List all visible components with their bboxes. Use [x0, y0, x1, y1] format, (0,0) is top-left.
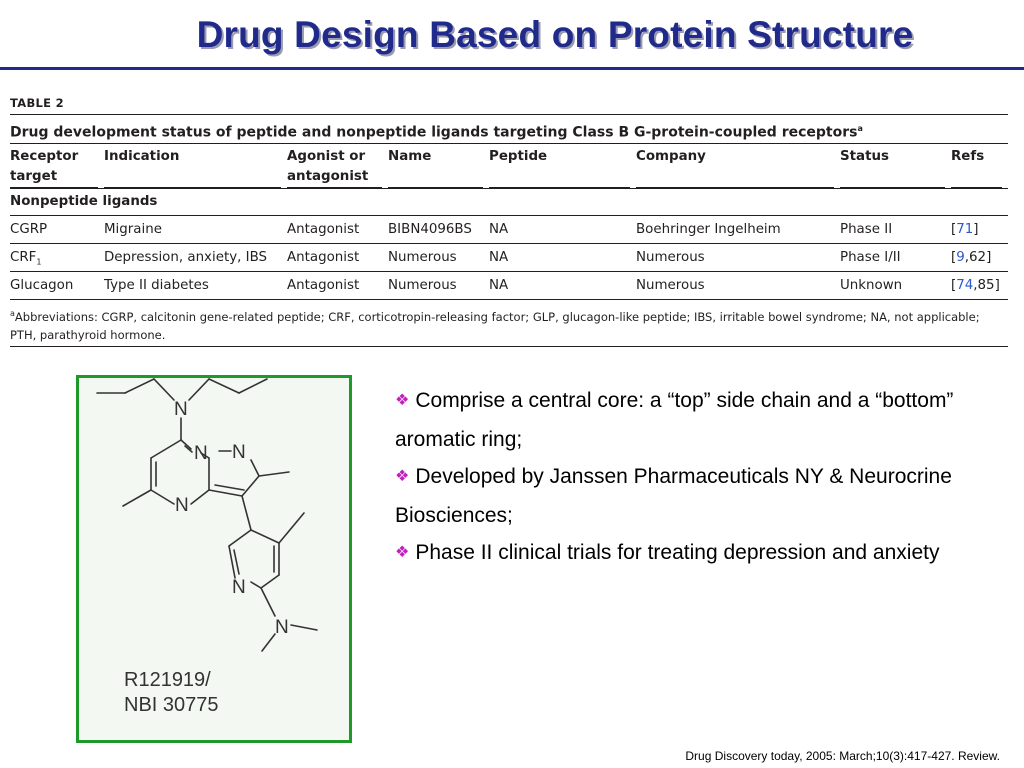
bullet-list: ❖Comprise a central core: a “top” side c… [395, 382, 1005, 573]
header-agonist-text: Agonist or antagonist [287, 149, 369, 184]
target-subscript: 1 [36, 257, 42, 267]
cell-peptide: NA [489, 250, 509, 265]
cell-agonist: Antagonist [287, 222, 360, 237]
atom-label: N [232, 577, 246, 598]
bullet-text: Comprise a central core: a “top” side ch… [395, 389, 954, 451]
diamond-bullet-icon: ❖ [395, 392, 410, 409]
cell-refs: [9,62] [951, 250, 992, 265]
table-caption-text: Drug development status of peptide and n… [10, 124, 858, 141]
header-receptor-target-text: Receptor target [10, 149, 79, 184]
cell-name: BIBN4096BS [388, 222, 472, 237]
abbrev-marker: a [10, 309, 15, 318]
ref-rest: ,85 [973, 278, 995, 293]
header-company-text: Company [636, 149, 706, 164]
target-text: CGRP [10, 222, 48, 237]
caption-footnote-marker: a [857, 124, 863, 133]
cell-company: Numerous [636, 278, 705, 293]
cell-target: CGRP [10, 216, 104, 243]
cell-status: Phase I/II [840, 250, 901, 265]
cell-refs: [71] [951, 222, 979, 237]
diamond-bullet-icon: ❖ [395, 544, 410, 561]
ref-link[interactable]: 71 [956, 222, 974, 237]
table-section-label: Nonpeptide ligands [10, 189, 1008, 216]
ref-link[interactable]: 9 [956, 250, 965, 265]
drug-status-table: TABLE 2 Drug development status of pepti… [10, 92, 1008, 347]
header-company: Company [636, 147, 840, 188]
bullet-item: ❖ Phase II clinical trials for treating d… [395, 534, 1005, 573]
header-receptor-target: Receptor target [10, 147, 104, 188]
table-row: CGRP Migraine Antagonist BIBN4096BS NA B… [10, 216, 1008, 244]
header-refs-text: Refs [951, 149, 985, 164]
table-row: Glucagon Type II diabetes Antagonist Num… [10, 272, 1008, 300]
cell-name: Numerous [388, 250, 457, 265]
cell-refs: [74,85] [951, 278, 1000, 293]
atom-label: N [194, 443, 208, 464]
compound-name: R121919/ NBI 30775 [124, 668, 219, 718]
header-indication-text: Indication [104, 149, 180, 164]
cell-agonist: Antagonist [287, 278, 360, 293]
cell-indication: Type II diabetes [104, 278, 209, 293]
table-row: CRF1 Depression, anxiety, IBS Antagonist… [10, 244, 1008, 272]
compound-name-line2: NBI 30775 [124, 694, 219, 716]
table-abbreviations: aAbbreviations: CGRP, calcitonin gene-re… [10, 300, 1008, 347]
cell-status: Phase II [840, 222, 893, 237]
table-caption: Drug development status of peptide and n… [10, 114, 1008, 144]
header-peptide: Peptide [489, 147, 636, 188]
cell-indication: Depression, anxiety, IBS [104, 250, 268, 265]
header-agonist: Agonist or antagonist [287, 147, 388, 188]
r121919-structure-drawing: N N N N N N [96, 378, 318, 652]
cell-peptide: NA [489, 278, 509, 293]
target-text: Glucagon [10, 278, 74, 293]
bullet-text: Developed by Janssen Pharmaceuticals NY … [395, 465, 952, 527]
cell-indication: Migraine [104, 222, 162, 237]
cell-name: Numerous [388, 278, 457, 293]
header-peptide-text: Peptide [489, 149, 548, 164]
header-indication: Indication [104, 147, 287, 188]
atom-label: N [174, 399, 188, 420]
compound-name-line1: R121919/ [124, 669, 211, 691]
abbrev-text: Abbreviations: CGRP, calcitonin gene-rel… [10, 309, 980, 342]
diamond-bullet-icon: ❖ [395, 468, 410, 485]
cell-peptide: NA [489, 222, 509, 237]
title-divider [0, 67, 1024, 70]
citation: Drug Discovery today, 2005: March;10(3):… [685, 749, 1000, 763]
header-name-text: Name [388, 149, 432, 164]
cell-status: Unknown [840, 278, 903, 293]
bullet-item: ❖Developed by Janssen Pharmaceuticals NY… [395, 458, 1005, 534]
cell-target: CRF1 [10, 244, 104, 271]
atom-label: N [275, 617, 289, 638]
header-name: Name [388, 147, 489, 188]
cell-company: Numerous [636, 250, 705, 265]
chemical-structure-panel: N N N N N N [76, 375, 352, 743]
cell-agonist: Antagonist [287, 250, 360, 265]
atom-label: N [175, 495, 189, 516]
header-status-text: Status [840, 149, 889, 164]
cell-company: Boehringer Ingelheim [636, 222, 781, 237]
slide-title: Drug Design Based on Protein Structure [196, 14, 914, 55]
atom-label: N [232, 442, 246, 463]
bullet-item: ❖Comprise a central core: a “top” side c… [395, 382, 1005, 458]
ref-link[interactable]: 74 [956, 278, 974, 293]
table-label: TABLE 2 [10, 96, 64, 110]
bullet-text: Phase II clinical trials for treating de… [415, 541, 940, 564]
target-text: CRF [10, 250, 37, 265]
ref-rest: ,62 [964, 250, 987, 265]
header-refs: Refs [951, 147, 1008, 188]
cell-target: Glucagon [10, 272, 104, 299]
header-status: Status [840, 147, 951, 188]
table-header-row: Receptor target Indication Agonist or an… [10, 144, 1008, 189]
